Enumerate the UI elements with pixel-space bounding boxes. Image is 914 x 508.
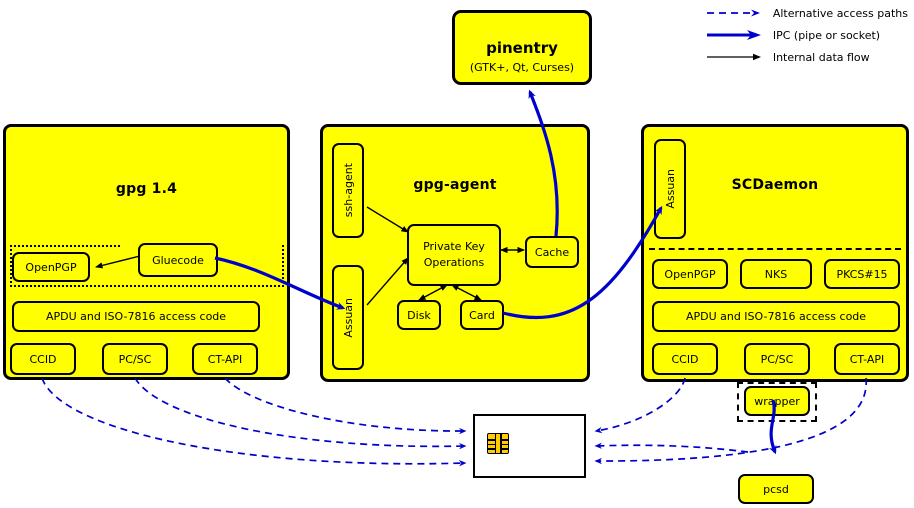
node-gpg-apdu[interactable]: APDU and ISO-7816 access code	[12, 301, 260, 332]
thin-arrow-icon	[706, 53, 761, 61]
scdaemon-divider	[649, 248, 901, 250]
assuan-label: Assuan	[341, 297, 355, 338]
node-gpg-agent-cache[interactable]: Cache	[525, 236, 579, 268]
gpg-agent-title: gpg-agent	[413, 177, 497, 193]
altpath-card-to-scd-pcsc	[594, 442, 749, 453]
altpath-gpg-ctapi-to-card	[224, 377, 467, 435]
node-gpg-agent-disk[interactable]: Disk	[397, 300, 441, 330]
node-pcsd[interactable]: pcsd	[738, 474, 814, 504]
node-gpg-agent-card[interactable]: Card	[460, 300, 504, 330]
assuan-label: Assuan	[663, 169, 677, 209]
node-scdaemon-apdu[interactable]: APDU and ISO-7816 access code	[652, 301, 900, 332]
node-private-key-operations[interactable]: Private Key Operations	[407, 224, 501, 286]
pko-line-1: Private Key	[423, 239, 485, 253]
legend-label: Alternative access paths	[772, 6, 908, 20]
node-gpg-agent-ssh-agent[interactable]: ssh-agent	[332, 143, 364, 238]
node-scdaemon-driver-ccid[interactable]: CCID	[652, 343, 718, 375]
gpg-title: gpg 1.4	[115, 181, 178, 197]
node-scdaemon-app-nks[interactable]: NKS	[740, 259, 812, 289]
legend-label: IPC (pipe or socket)	[772, 28, 881, 42]
legend-item-internal-data-flow: Internal data flow	[705, 46, 908, 68]
node-scdaemon-app-openpgp[interactable]: OpenPGP	[652, 259, 728, 289]
smartcard-chip-icon	[487, 433, 509, 454]
node-pinentry[interactable]: pinentry (GTK+, Qt, Curses)	[452, 10, 592, 85]
node-scdaemon-driver-ctapi[interactable]: CT-API	[834, 343, 900, 375]
legend-item-alternative-access-paths: Alternative access paths	[705, 2, 908, 24]
gpg-dotted-region-left	[10, 245, 120, 287]
legend-item-ipc: IPC (pipe or socket)	[705, 24, 908, 46]
thick-arrow-icon	[706, 30, 761, 40]
node-scdaemon-assuan[interactable]: Assuan	[654, 139, 686, 239]
node-smartcard[interactable]	[473, 414, 586, 478]
node-gpg-driver-ccid[interactable]: CCID	[10, 343, 76, 375]
node-gpg-openpgp[interactable]: OpenPGP	[12, 252, 90, 282]
pko-line-2: Operations	[423, 256, 485, 269]
pinentry-subtitle: (GTK+, Qt, Curses)	[469, 61, 575, 74]
node-scdaemon-driver-pcsc[interactable]: PC/SC	[744, 343, 810, 375]
node-gpg-gluecode[interactable]: Gluecode	[138, 243, 218, 277]
node-gpg-driver-pcsc[interactable]: PC/SC	[102, 343, 168, 375]
pinentry-title: pinentry	[486, 39, 558, 57]
altpath-card-to-scd-ccid	[594, 377, 686, 434]
ssh-agent-label: ssh-agent	[341, 163, 355, 218]
gpg-dotted-region-step	[118, 245, 120, 275]
scdaemon-title: SCDaemon	[731, 177, 819, 193]
dashed-arrow-icon	[706, 9, 760, 17]
node-scdaemon-wrapper[interactable]: wrapper	[744, 386, 810, 416]
legend: Alternative access paths IPC (pipe or so…	[705, 2, 908, 68]
altpath-gpg-pcsc-to-card	[134, 377, 467, 450]
altpath-gpg-ccid-to-card	[41, 377, 467, 467]
altpath-card-to-pcsd	[594, 377, 868, 465]
node-gpg-agent-assuan[interactable]: Assuan	[332, 265, 364, 370]
node-gpg-driver-ctapi[interactable]: CT-API	[192, 343, 258, 375]
node-scdaemon-app-pkcs15[interactable]: PKCS#15	[824, 259, 900, 289]
legend-label: Internal data flow	[772, 50, 870, 64]
